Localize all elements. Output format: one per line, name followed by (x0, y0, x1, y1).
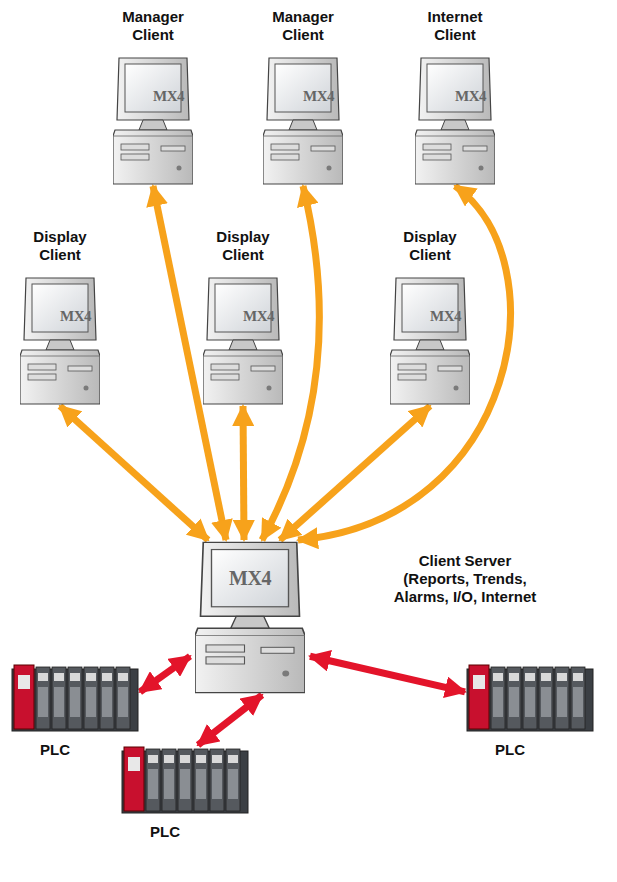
plc-link (198, 695, 262, 745)
plc-icon (465, 663, 595, 735)
client-label: Internet Client (410, 8, 500, 44)
plc-link (310, 656, 465, 692)
client-computer: Display ClientMX4 (198, 228, 288, 406)
client-computer: Manager ClientMX4 (258, 8, 348, 186)
computer-wrap: MX4 (390, 276, 470, 406)
server-computer: MX4Client Server (Reports, Trends, Alarm… (190, 540, 310, 695)
computer-wrap: MX4 (20, 276, 100, 406)
computer-wrap: MX4 (415, 56, 495, 186)
client-link (298, 186, 510, 540)
computer-wrap: MX4 (195, 540, 305, 695)
computer-icon (390, 276, 470, 406)
plc-label: PLC (150, 823, 180, 841)
client-computer: Display ClientMX4 (15, 228, 105, 406)
client-label: Display Client (198, 228, 288, 264)
client-link (60, 406, 208, 540)
client-link (243, 406, 244, 540)
computer-icon (263, 56, 343, 186)
computer-wrap: MX4 (113, 56, 193, 186)
screen-logo: MX4 (430, 308, 461, 325)
client-label: Display Client (15, 228, 105, 264)
client-label: Manager Client (108, 8, 198, 44)
client-computer: Manager ClientMX4 (108, 8, 198, 186)
client-link (280, 406, 430, 540)
screen-logo: MX4 (60, 308, 91, 325)
computer-wrap: MX4 (263, 56, 343, 186)
screen-logo: MX4 (243, 308, 274, 325)
screen-logo: MX4 (303, 88, 334, 105)
plc-unit: PLC (120, 745, 250, 841)
computer-icon (113, 56, 193, 186)
server-label: Client Server (Reports, Trends, Alarms, … (390, 552, 540, 606)
client-label: Manager Client (258, 8, 348, 44)
plc-icon (10, 663, 140, 735)
plc-label: PLC (40, 741, 70, 759)
plc-link (140, 656, 190, 692)
client-computer: Display ClientMX4 (385, 228, 475, 406)
computer-icon (20, 276, 100, 406)
plc-unit: PLC (465, 663, 595, 759)
screen-logo: MX4 (153, 88, 184, 105)
plc-label: PLC (495, 741, 525, 759)
screen-logo: MX4 (229, 567, 271, 590)
client-label: Display Client (385, 228, 475, 264)
client-computer: Internet ClientMX4 (410, 8, 500, 186)
computer-icon (203, 276, 283, 406)
computer-wrap: MX4 (203, 276, 283, 406)
computer-icon (415, 56, 495, 186)
screen-logo: MX4 (455, 88, 486, 105)
plc-icon (120, 745, 250, 817)
computer-icon (195, 540, 305, 695)
plc-unit: PLC (10, 663, 140, 759)
